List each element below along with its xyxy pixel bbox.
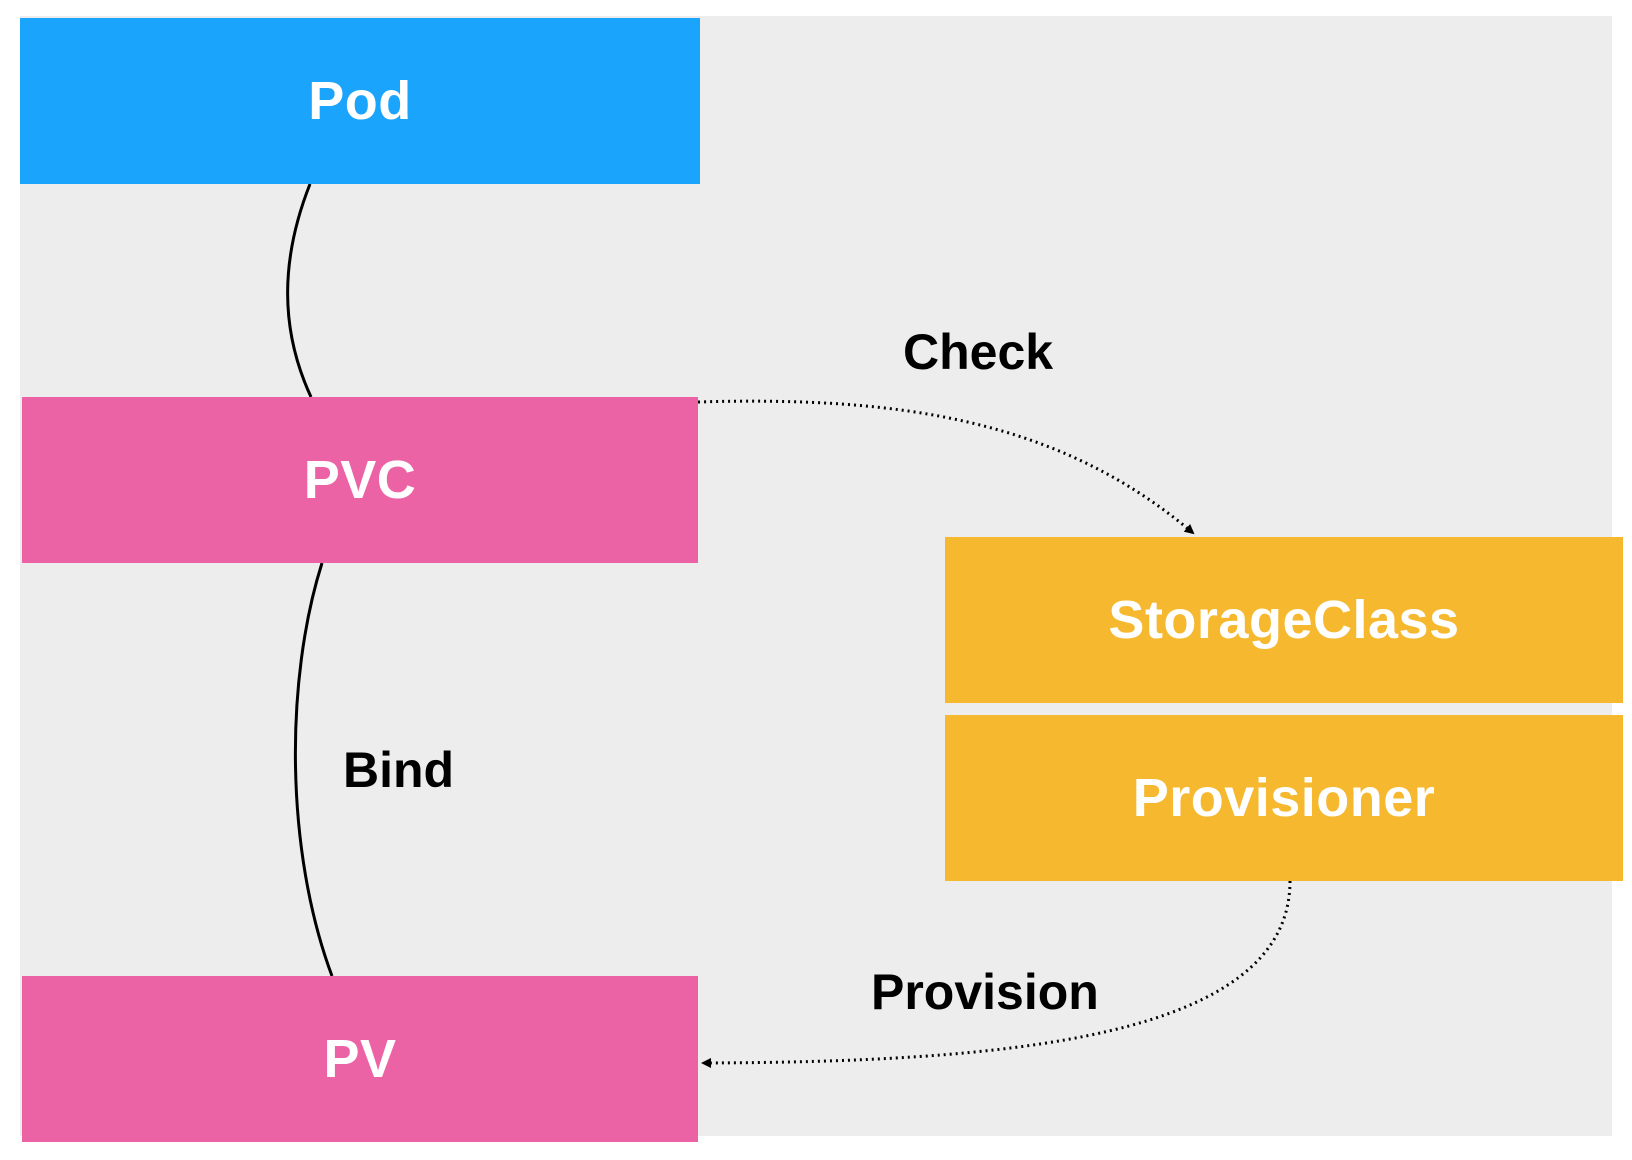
edge-pod-pvc	[286, 183, 313, 398]
edge-bind-label: Bind	[343, 742, 455, 798]
edge-check	[697, 399, 1195, 535]
edge-check-label: Check	[903, 324, 1054, 380]
node-provisioner-label: Provisioner	[1132, 768, 1436, 828]
node-pvc: PVC	[22, 397, 698, 563]
edge-provision-label: Provision	[871, 964, 1099, 1020]
node-pv: PV	[22, 976, 698, 1142]
node-pod: Pod	[20, 18, 700, 184]
node-pvc-label: PVC	[303, 450, 417, 510]
node-pv-label: PV	[323, 1029, 397, 1089]
node-storageclass: StorageClass	[945, 537, 1623, 703]
node-storageclass-label: StorageClass	[1108, 590, 1460, 650]
node-pod-label: Pod	[308, 71, 412, 131]
node-provisioner: Provisioner	[945, 715, 1623, 881]
edge-bind	[293, 562, 334, 977]
